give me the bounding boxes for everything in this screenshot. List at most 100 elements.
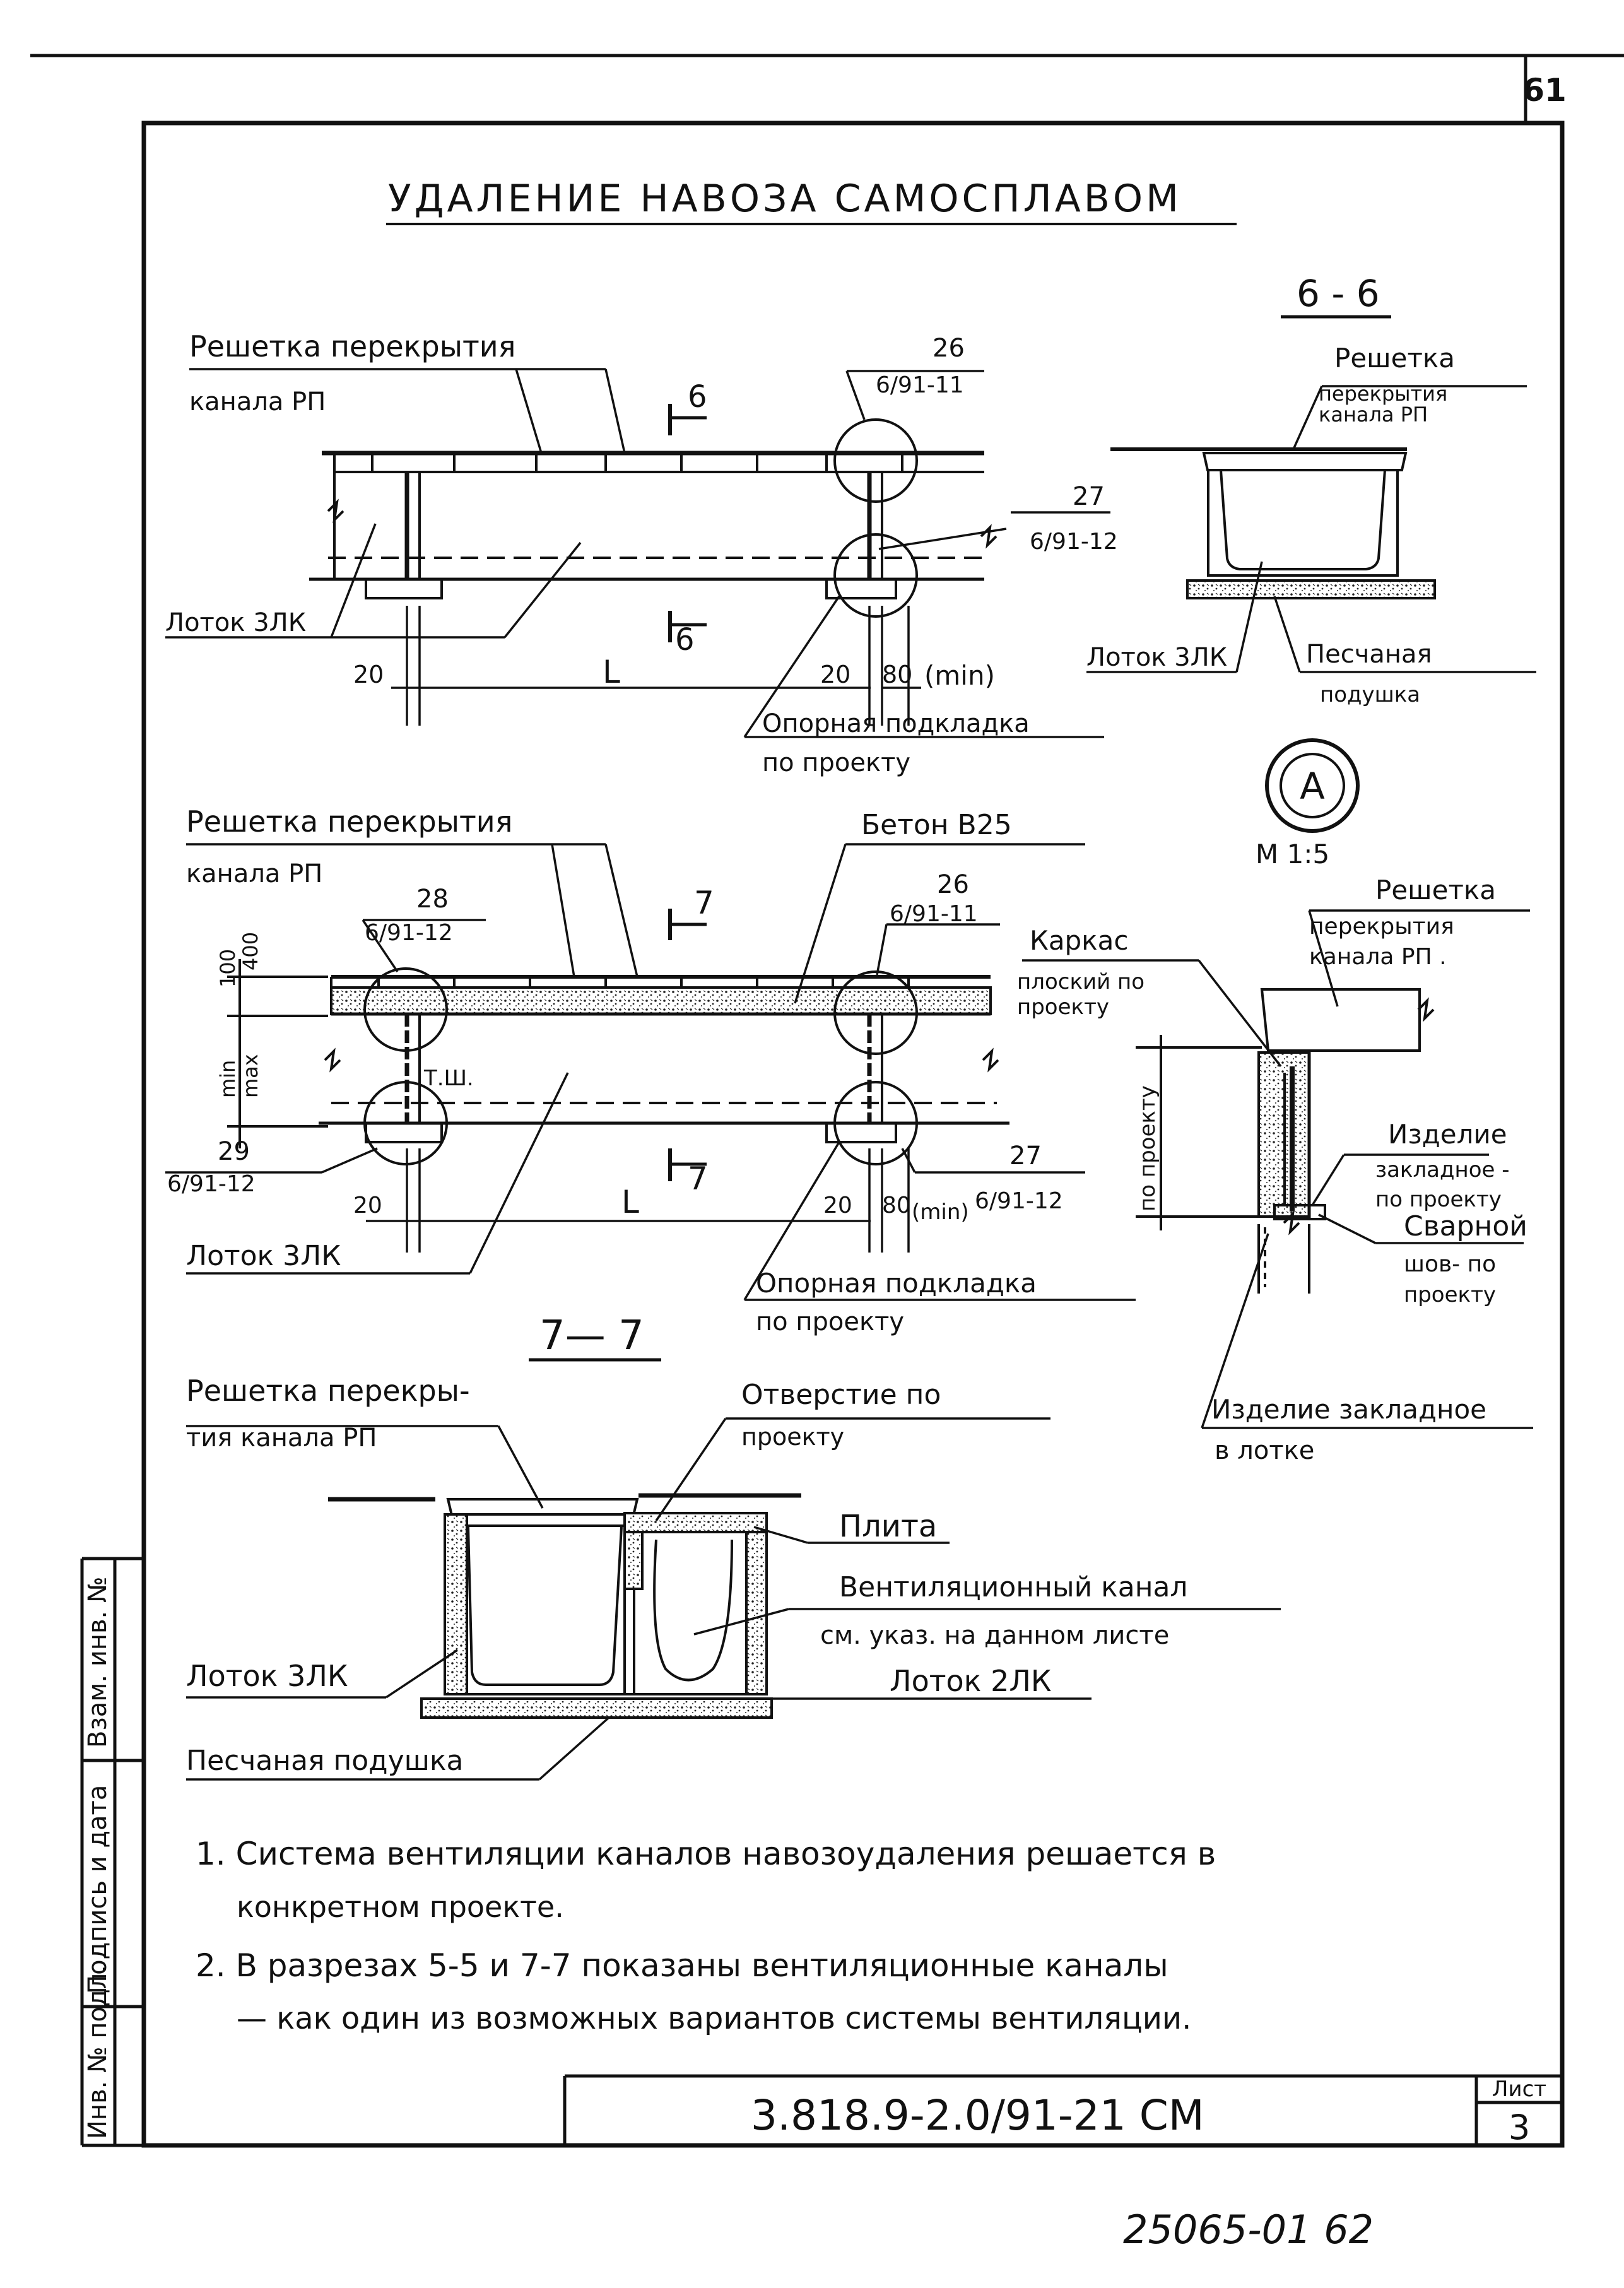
section-6-6-grate-1: Решетка [1334,343,1455,374]
note-line-1: 1. Система вентиляции каналов навозоудал… [196,1836,1216,1872]
page-number: 61 [1522,72,1567,109]
title-block-sheet-label: Лист [1492,2077,1546,2102]
mid-ref-29: 29 [218,1137,250,1166]
top-dim-min: (min) [924,660,995,691]
middle-section-drawing [227,909,1009,1181]
top-grate-label-1: Решетка перекрытия [189,329,515,363]
detail-a-grate-3: канала РП . [1309,944,1447,970]
mid-ref-28: 28 [416,885,449,914]
section-7-7-hole-1: Отверстие по [741,1379,941,1411]
top-ref-27: 27 [1073,482,1105,511]
detail-a-weld-2: шов- по [1404,1251,1496,1277]
section-7-7-drawing [328,1493,801,1719]
title-block-code: 3.818.9-2.0/91-21 СМ [751,2091,1204,2140]
detail-a-weld-3: проекту [1404,1282,1496,1307]
top-section-mark-6b: 6 [675,622,695,658]
section-6-6-sand-2: подушка [1320,682,1420,707]
mid-support-label-2: по проекту [756,1307,904,1336]
detail-a-drawing [1136,988,1435,1294]
mid-ref-29-sheet: 6/91-12 [167,1171,256,1197]
mid-dim-min: min [216,1060,240,1098]
mid-ref-27: 27 [1009,1141,1042,1171]
title-block-sheet-number: 3 [1509,2108,1530,2147]
mid-section-mark-7a: 7 [694,885,714,921]
section-6-6-grate-3: канала РП [1319,403,1428,427]
detail-a-embed-3: по проекту [1375,1187,1502,1212]
section-7-7-tray-2: Лоток 2ЛК [890,1664,1052,1698]
top-support-label-1: Опорная подкладка [762,709,1030,738]
detail-a-marker [1265,738,1360,833]
detail-a-embed-1: Изделие [1388,1119,1507,1150]
top-ref-26: 26 [933,334,965,363]
top-section-leaders [165,368,1110,738]
mid-dim-100: 100 [216,949,240,988]
top-dim-left: 20 [353,661,384,688]
section-6-6-drawing [1110,447,1436,599]
mid-ref-26: 26 [937,870,969,899]
section-6-6-title: 6 - 6 [1297,272,1380,315]
top-section-mark-6a: 6 [688,379,707,415]
mid-dim-left: 20 [353,1193,382,1218]
side-stamp-inv: Инв. № подл. [83,1965,112,2139]
side-stamp-vzam: Взам. инв. № [83,1576,112,1748]
mid-grate-label-1: Решетка перекрытия [186,805,512,839]
mid-dim-max: max [238,1054,262,1098]
section-7-7-sand: Песчаная подушка [186,1745,463,1777]
detail-a-embed-2: закладное - [1375,1157,1510,1182]
top-section-drawing [309,404,997,642]
note-line-4: — как один из возможных вариантов систем… [237,2001,1191,2036]
section-7-7-grate-1: Решетка перекры- [186,1374,470,1408]
page-title: УДАЛЕНИЕ НАВОЗА САМОСПЛАВОМ [388,177,1182,221]
detail-a-weld-1: Сварной [1404,1210,1527,1242]
top-dim-L: L [603,654,620,690]
mid-ref-26-sheet: 6/91-11 [890,901,978,927]
section-7-7-slab: Плита [839,1509,937,1544]
section-7-7-title: 7— 7 [539,1312,644,1359]
mid-dim-min-paren: (min) [912,1200,969,1225]
section-7-7-vent-1: Вентиляционный канал [839,1571,1188,1603]
mid-support-label-1: Опорная подкладка [756,1268,1037,1299]
mid-ref-27-sheet: 6/91-12 [975,1188,1063,1214]
detail-a-scale: М 1:5 [1256,839,1329,870]
top-ref-26-sheet: 6/91-11 [876,372,964,398]
section-7-7-leaders [186,1417,1281,1781]
top-tray-label: Лоток 3ЛК [165,608,306,637]
detail-a-leaders [1022,909,1533,1429]
detail-a-grate-2: перекрытия [1309,914,1454,940]
footer-code: 25065-01 62 [1123,2207,1374,2253]
section-7-7-hole-2: проекту [741,1423,844,1451]
detail-a-letter: А [1300,765,1325,808]
top-grate-label-2: канала РП [189,387,326,416]
mid-weld-mark: Т.Ш. [423,1066,474,1091]
note-line-2: конкретном проекте. [237,1890,564,1924]
detail-a-embed-tray-2: в лотке [1215,1436,1314,1465]
section-7-7-tray-3: Лоток 3ЛК [186,1659,348,1693]
section-6-6-leaders [1086,385,1536,673]
title-block [563,2074,1562,2145]
detail-a-dim-vertical: по проекту [1135,1085,1160,1212]
section-7-7-grate-2: тия канала РП [186,1424,377,1453]
detail-a-marker-inner [1280,753,1345,818]
side-stamp-sign: Подпись и дата [83,1785,112,1994]
section-6-6-grate-2: перекрытия [1319,382,1447,406]
side-stamp [80,1557,144,2147]
top-ref-27-sheet: 6/91-12 [1030,529,1118,555]
section-6-6-tray: Лоток 3ЛК [1086,643,1227,672]
mid-tray-label: Лоток 3ЛК [186,1240,341,1272]
section-7-7-vent-2: см. указ. на данном листе [820,1621,1169,1650]
section-6-6-sand-1: Песчаная [1306,640,1432,669]
mid-ref-28-sheet: 6/91-12 [365,920,453,946]
mid-dim-right-20: 20 [823,1193,852,1218]
mid-dim-L: L [621,1184,639,1220]
mid-dim-right-80: 80 [882,1193,911,1218]
mid-concrete: Бетон В25 [861,809,1012,841]
detail-a-grate-1: Решетка [1375,875,1496,905]
top-dim-right-20: 20 [820,661,850,688]
mid-grate-label-2: канала РП [186,859,322,888]
mid-section-mark-7b: 7 [688,1160,708,1197]
sheet-frame [30,54,1624,2148]
mid-dim-400: 400 [238,932,262,970]
top-support-label-2: по проекту [762,748,910,777]
middle-section-leaders [165,843,1136,1301]
